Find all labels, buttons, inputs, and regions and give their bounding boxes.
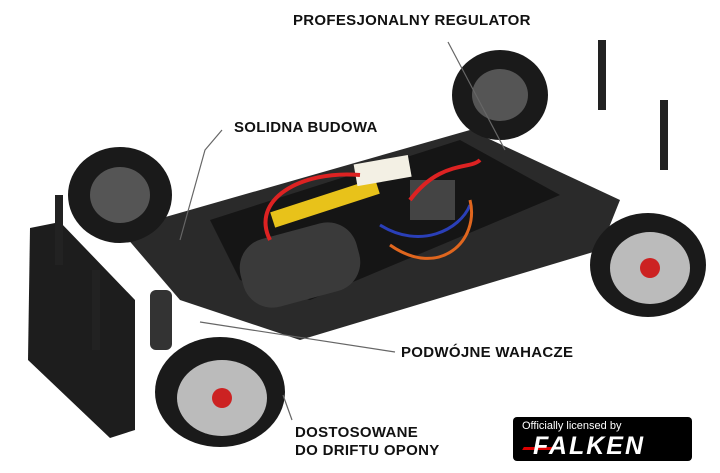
wheel-front-left xyxy=(68,147,172,243)
body-post xyxy=(55,195,63,265)
wheel-front-right xyxy=(155,337,285,447)
motor xyxy=(239,222,361,308)
front-bumper xyxy=(28,222,135,438)
callout-leader-lines xyxy=(179,41,506,421)
badge-brand: FALKEN xyxy=(533,432,645,460)
badge-subtitle: Officially licensed by xyxy=(522,420,622,432)
connector xyxy=(353,154,412,187)
callout-wishbones: PODWÓJNE WAHACZE xyxy=(401,344,574,361)
callout-tires-line2: DO DRIFTU OPONY xyxy=(295,442,440,459)
callout-tires-line1: DOSTOSOWANE xyxy=(295,424,419,441)
body-post xyxy=(92,270,100,350)
blue-wire xyxy=(379,204,472,238)
wheel-rear-left xyxy=(452,50,548,140)
callout-build: SOLIDNA BUDOWA xyxy=(234,119,378,136)
shock-absorber xyxy=(150,290,172,350)
wheel-rear-right xyxy=(590,213,706,317)
red-wire xyxy=(408,158,482,202)
body-post xyxy=(660,100,668,170)
battery xyxy=(270,178,380,228)
callout-regulator: PROFESJONALNY REGULATOR xyxy=(293,12,531,29)
falken-license-badge: Officially licensed by FALKEN xyxy=(513,417,692,461)
esc-regulator xyxy=(410,180,455,220)
body-post xyxy=(598,40,606,110)
orange-wire xyxy=(389,199,473,260)
red-wire xyxy=(263,172,361,241)
